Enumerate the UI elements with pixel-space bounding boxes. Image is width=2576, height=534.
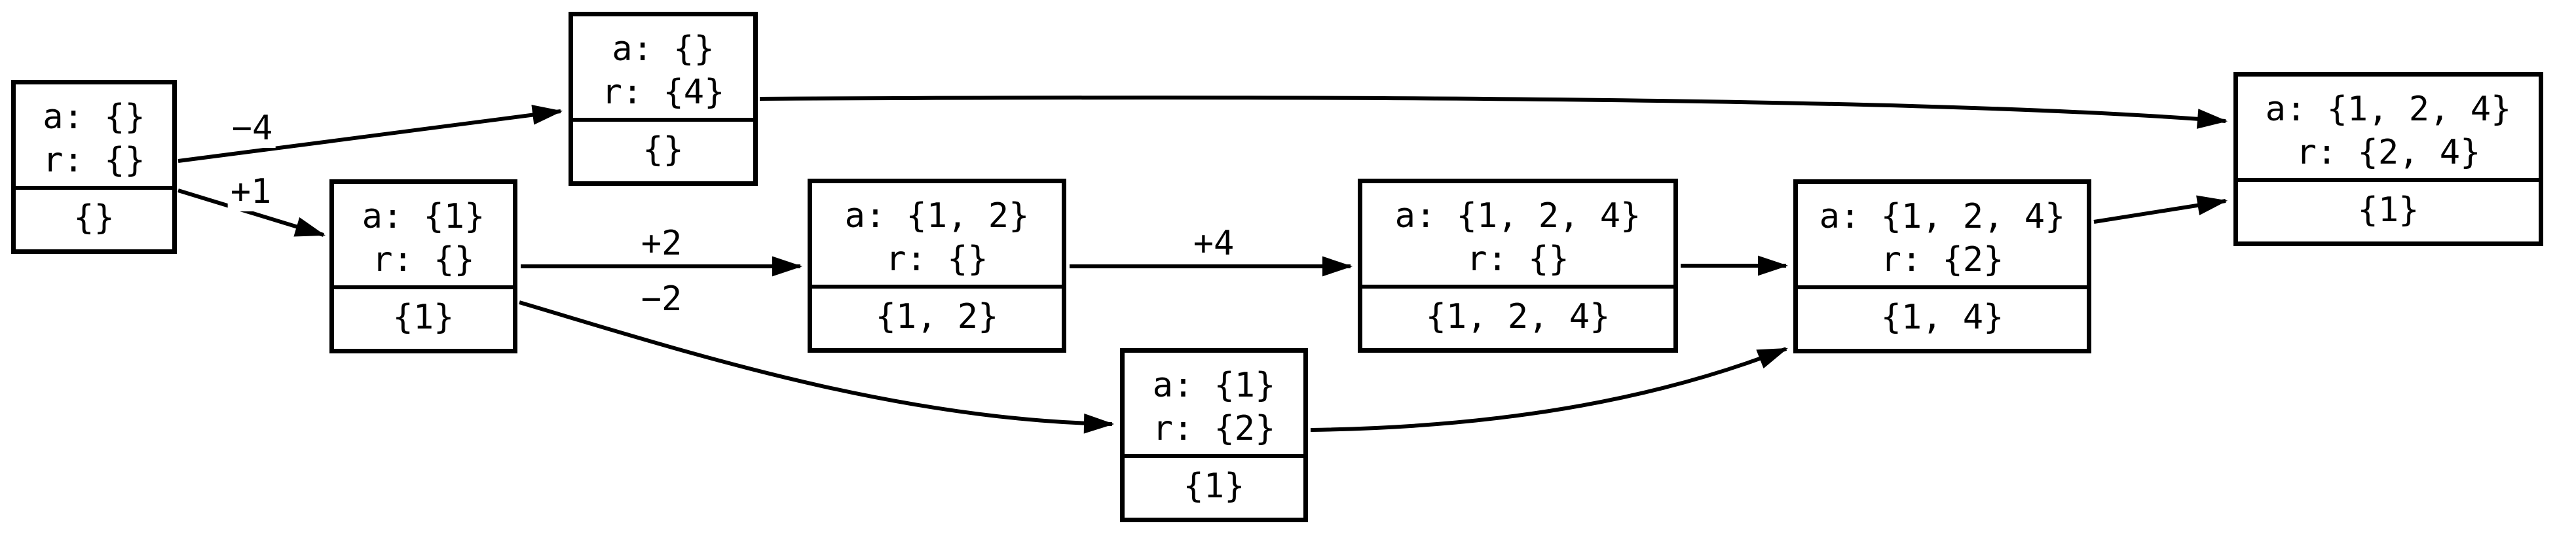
result-set-line: {}	[643, 130, 684, 169]
state-node-a1: a: {1} r: {} {1}	[329, 179, 517, 353]
a-set-line: a: {1}	[1152, 365, 1276, 405]
r-set-line: r: {2, 4}	[2296, 132, 2481, 172]
state-node-a1-r2: a: {1} r: {2} {1}	[1120, 348, 1308, 522]
state-node-a12: a: {1, 2} r: {} {1, 2}	[808, 179, 1066, 353]
a-set-line: a: {}	[612, 29, 715, 69]
a-set-line: a: {1, 2, 4}	[1394, 196, 1641, 236]
node-sets-section: a: {1, 2} r: {}	[812, 183, 1062, 289]
edge-label-minus-2: −2	[638, 279, 685, 319]
r-set-line: r: {}	[43, 140, 145, 180]
edge-label-plus-1: +1	[227, 172, 274, 211]
edge-n2-n7	[759, 96, 2228, 129]
edge-n8-n6	[1310, 347, 1788, 432]
edge-label-plus-2: +2	[638, 224, 685, 263]
node-sets-section: a: {} r: {}	[16, 84, 172, 190]
edge-n1-n2	[177, 105, 563, 163]
node-sets-section: a: {1, 2, 4} r: {2}	[1798, 184, 2087, 289]
node-sets-section: a: {} r: {4}	[573, 16, 753, 122]
a-set-line: a: {1, 2}	[844, 196, 1030, 236]
r-set-line: r: {}	[372, 240, 475, 279]
state-node-r4: a: {} r: {4} {}	[569, 12, 758, 186]
a-set-line: a: {1}	[362, 196, 485, 236]
state-node-a124-r2: a: {1, 2, 4} r: {2} {1, 4}	[1793, 179, 2091, 353]
result-set-line: {1}	[2357, 190, 2419, 230]
result-set-line: {1, 4}	[1880, 297, 2004, 337]
node-sets-section: a: {1} r: {2}	[1125, 353, 1303, 458]
r-set-line: r: {4}	[601, 72, 725, 112]
result-set-line: {1}	[1183, 466, 1245, 506]
edge-n6-n7	[2093, 195, 2228, 224]
r-set-line: r: {}	[1466, 239, 1569, 279]
edge-label-minus-4: −4	[229, 109, 276, 148]
state-node-a124-r24: a: {1, 2, 4} r: {2, 4} {1}	[2233, 72, 2543, 246]
a-set-line: a: {1, 2, 4}	[2265, 89, 2512, 129]
edge-n1-n3	[177, 188, 326, 237]
node-sets-section: a: {1, 2, 4} r: {2, 4}	[2238, 77, 2539, 182]
node-sets-section: a: {1, 2, 4} r: {}	[1362, 183, 1673, 289]
result-set-line: {}	[73, 198, 115, 238]
a-set-line: a: {}	[43, 97, 145, 137]
node-sets-section: a: {1} r: {}	[334, 184, 513, 289]
r-set-line: r: {}	[886, 239, 988, 279]
r-set-line: r: {2}	[1880, 240, 2004, 279]
edge-n3-n8	[519, 300, 1115, 434]
result-set-line: {1, 2}	[875, 296, 999, 336]
r-set-line: r: {2}	[1152, 408, 1276, 448]
a-set-line: a: {1, 2, 4}	[1819, 196, 2066, 236]
edge-label-plus-4: +4	[1190, 224, 1237, 263]
result-set-line: {1}	[392, 297, 455, 337]
result-set-line: {1, 2, 4}	[1425, 296, 1611, 336]
state-node-empty: a: {} r: {} {}	[11, 80, 177, 254]
state-node-a124: a: {1, 2, 4} r: {} {1, 2, 4}	[1358, 179, 1678, 353]
